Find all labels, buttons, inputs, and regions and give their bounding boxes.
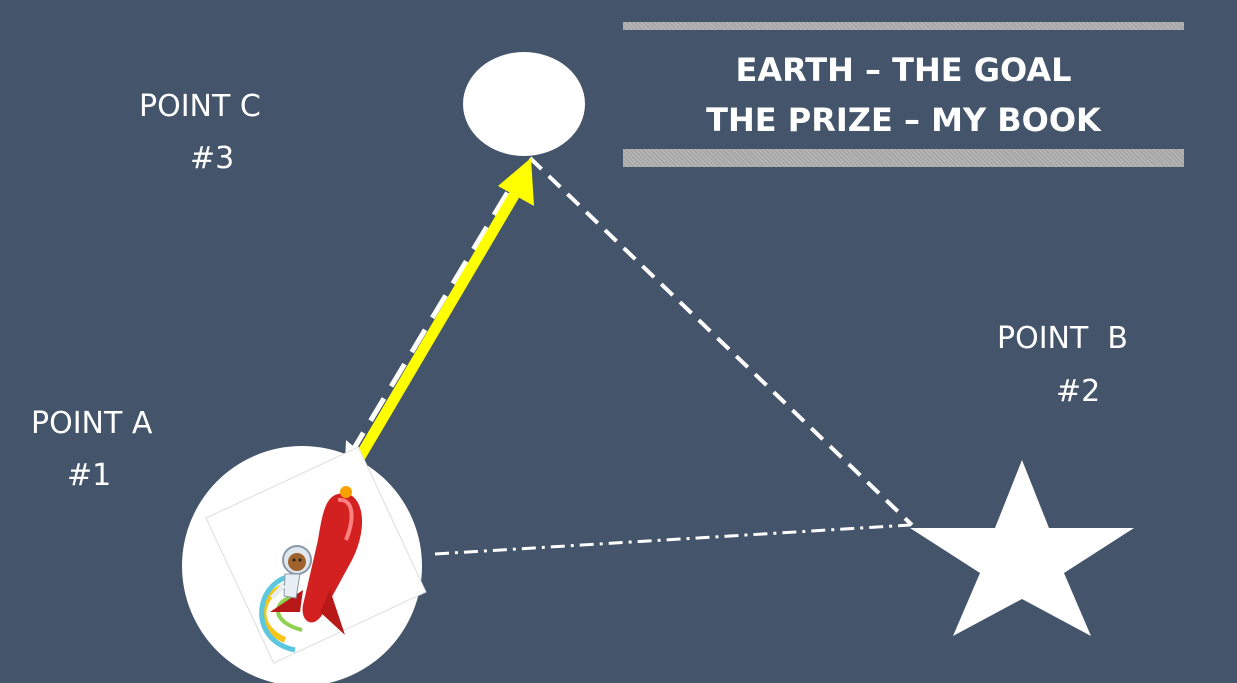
earth-circle: [463, 52, 585, 156]
banner-line-2: THE PRIZE – MY BOOK: [706, 101, 1101, 139]
label-point-c: POINT C: [139, 89, 261, 124]
goal-banner: EARTH – THE GOAL THE PRIZE – MY BOOK: [623, 22, 1184, 167]
yellow-arrow-shaft: [352, 189, 521, 465]
path-a-to-b: [434, 523, 911, 556]
label-point-a: POINT A: [31, 406, 153, 441]
yellow-arrowhead: [498, 158, 534, 206]
path-a-to-c-dashed: [347, 168, 524, 457]
star-point-b: [910, 460, 1134, 636]
path-c-to-b: [528, 156, 914, 527]
rocket-astronaut-icon: [205, 446, 427, 664]
label-point-b: POINT B: [997, 321, 1128, 356]
banner-line-1: EARTH – THE GOAL: [735, 51, 1072, 89]
label-point-c-number: #3: [190, 141, 235, 176]
label-point-b-number: #2: [1056, 374, 1101, 409]
label-point-a-number: #1: [67, 458, 112, 493]
